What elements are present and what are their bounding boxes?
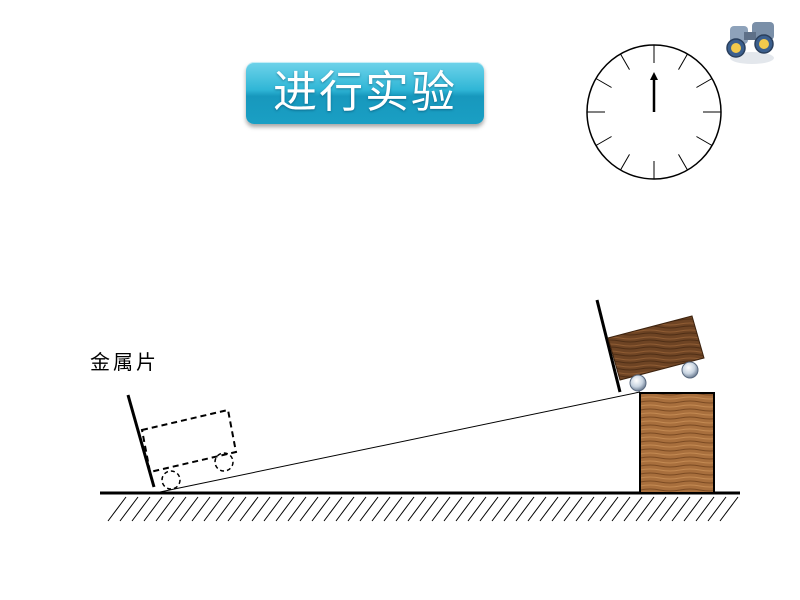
hatch-line — [671, 496, 691, 522]
hatch-line — [167, 496, 187, 522]
stopwatch-tick — [595, 78, 612, 88]
stopwatch-tick — [595, 136, 612, 146]
hatch-line — [287, 496, 307, 522]
stopwatch-tick — [620, 53, 630, 70]
hatch-line — [527, 496, 547, 522]
hatch-line — [323, 496, 343, 522]
hatch-line — [587, 496, 607, 522]
hatch-line — [467, 496, 487, 522]
hatch-line — [503, 496, 523, 522]
hatch-line — [275, 496, 295, 522]
hatch-line — [311, 496, 331, 522]
stopwatch-tick — [696, 78, 713, 88]
hatch-line — [299, 496, 319, 522]
hatch-line — [251, 496, 271, 522]
stopwatch-tick — [678, 154, 688, 171]
hatch-line — [575, 496, 595, 522]
metal-sheet-bottom — [126, 394, 156, 488]
hatch-line — [707, 496, 727, 522]
hatch-line — [479, 496, 499, 522]
hatch-line — [635, 496, 655, 522]
hatch-line — [335, 496, 355, 522]
wooden-cart[interactable] — [607, 315, 705, 392]
metal-sheet-label: 金属片 — [90, 350, 159, 374]
hatch-line — [431, 496, 451, 522]
hatch-line — [623, 496, 643, 522]
hatch-line — [695, 496, 715, 522]
hatch-line — [647, 496, 667, 522]
hatch-line — [383, 496, 403, 522]
stopwatch-dial — [586, 44, 722, 180]
hatch-line — [419, 496, 439, 522]
hatch-line — [359, 496, 379, 522]
inclined-plane — [159, 391, 641, 493]
binoculars-icon[interactable] — [726, 22, 774, 64]
hatch-line — [347, 496, 367, 522]
hatch-line — [227, 496, 247, 522]
hatch-line — [371, 496, 391, 522]
hatch-line — [659, 496, 679, 522]
hatch-line — [155, 496, 175, 522]
hatch-line — [191, 496, 211, 522]
hatch-line — [407, 496, 427, 522]
hatch-line — [443, 496, 463, 522]
hatch-line — [143, 496, 163, 522]
hatch-line — [515, 496, 535, 522]
hatch-line — [455, 496, 475, 522]
wooden-block — [639, 392, 715, 494]
hatch-line — [239, 496, 259, 522]
hatch-line — [683, 496, 703, 522]
hatch-line — [563, 496, 583, 522]
hatch-line — [491, 496, 511, 522]
dashed-cart — [140, 408, 238, 490]
hatch-line — [107, 496, 127, 522]
hatch-line — [539, 496, 559, 522]
hatch-line — [551, 496, 571, 522]
hatch-line — [215, 496, 235, 522]
stopwatch-ticks — [587, 45, 721, 179]
hatch-line — [599, 496, 619, 522]
hatch-line — [203, 496, 223, 522]
hatch-line — [263, 496, 283, 522]
hatch-line — [179, 496, 199, 522]
hatch-line — [395, 496, 415, 522]
start-experiment-button[interactable]: 进行实验 — [246, 62, 484, 124]
metal-sheet-top — [595, 299, 622, 393]
hatch-line — [719, 496, 739, 522]
hatch-line — [131, 496, 151, 522]
stopwatch-tick — [678, 53, 688, 70]
hatch-line — [119, 496, 139, 522]
hatch-line — [611, 496, 631, 522]
stopwatch-tick — [620, 154, 630, 171]
stopwatch-tick — [696, 136, 713, 146]
ground-hatching — [107, 496, 739, 522]
stopwatch-hand-tip — [650, 72, 658, 80]
